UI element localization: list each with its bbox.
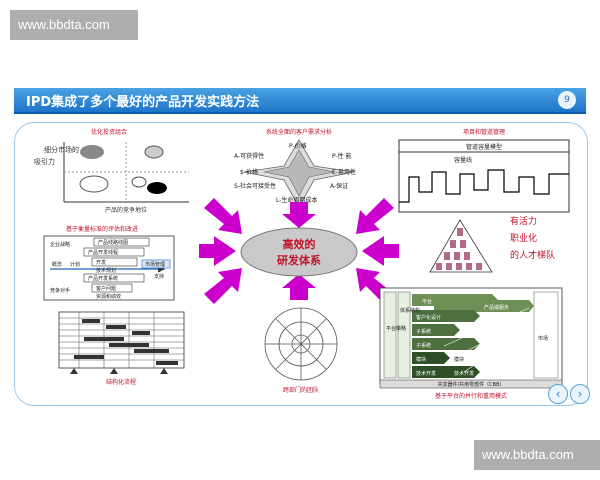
people-pyramid (429, 219, 493, 273)
watermark-bottom: www.bbdta.com (474, 440, 600, 470)
people-line-1: 有活力 (510, 217, 538, 227)
benchmark-row: 企业战略 (50, 241, 70, 248)
prev-slide-button[interactable]: ‹ (548, 384, 568, 404)
team-circle (264, 307, 338, 381)
need-label: E-易用性 (332, 168, 356, 176)
need-label: P-性 能 (332, 152, 352, 160)
portfolio-ylabel: 吸引力 (34, 157, 55, 166)
benchmark-row: 产品开发系统 (88, 275, 118, 282)
people-line-2: 职业化 (510, 234, 538, 244)
need-label: A-保证 (330, 182, 348, 190)
pipeline-model (398, 139, 570, 213)
platform-bar-label: 技术开发 (416, 370, 436, 377)
benchmark-row: 资源和绩效 (96, 293, 121, 300)
center-text-line1: 高效的 (283, 237, 316, 251)
platform-title: 基于平台的并行和重用模式 (435, 392, 507, 400)
need-label: P-价格 (289, 142, 307, 150)
portfolio-ylabel2: 细分市场的 (44, 145, 79, 154)
portfolio-bubble (144, 145, 164, 159)
team-title: 跨部门的团队 (283, 386, 319, 394)
structured-title: 结构化流程 (106, 378, 136, 386)
benchmark-title: 基于衡量标准的评估和改进 (66, 225, 138, 233)
need-label: S-社会可接受性 (234, 182, 276, 190)
benchmark-row: 客户问题 (96, 285, 116, 292)
watermark-top: www.bbdta.com (10, 10, 138, 40)
platform-bar-label: 平台 (422, 298, 432, 305)
pipeline-line-label: 容量线 (454, 156, 472, 164)
need-label: $-价格 (240, 168, 258, 176)
benchmark-row: 开发 (96, 259, 106, 266)
need-label: L-生命周期成本 (276, 196, 317, 204)
platform-left-col2: 体系结构 (400, 307, 420, 314)
platform-bar-label: 客户化设计 (416, 314, 441, 321)
slide-title-bar: IPD集成了多个最好的产品开发实践方法 9 (14, 88, 586, 114)
pipeline-box-label: 管道容量模型 (466, 143, 502, 151)
pipeline-title: 项目和管道管理 (463, 128, 505, 136)
platform-bar-label: 产品或服务 (484, 304, 509, 311)
platform-bar-label: 子系统 (416, 342, 431, 349)
platform-diagram (379, 287, 563, 389)
benchmark-row: 概念 (52, 261, 62, 268)
center-ellipse (240, 227, 358, 277)
platform-bar-label: 子系统 (416, 328, 431, 335)
platform-bar-label: 模块 (416, 356, 426, 363)
benchmark-row: 产品线路线图 (98, 239, 128, 246)
portfolio-matrix (63, 142, 189, 203)
page-number-badge: 9 (558, 91, 576, 109)
benchmark-row: 竞争对手 (50, 287, 70, 294)
next-slide-button[interactable]: › (570, 384, 590, 404)
need-label: A-可获得性 (234, 152, 264, 160)
platform-bar-label: 模块 (454, 356, 464, 363)
platform-base-label: 共享器件/共用零部件（CBB） (437, 381, 504, 388)
portfolio-xlabel: 产品的竞争地位 (105, 206, 147, 214)
benchmark-row: 产品开发线程 (88, 249, 118, 256)
platform-bar-label: 子系统 (484, 322, 499, 329)
benchmark-diagram (43, 235, 175, 301)
customer-needs-title: 系统全面的客户需求分析 (266, 128, 332, 136)
portfolio-bubble (80, 145, 104, 159)
benchmark-row: 市场管理 (145, 261, 165, 268)
slide-diagram: 优化投资组合 吸引力 细分市场的 产品的竞争地位 系统全面的客户需求分析 P-价… (34, 128, 570, 400)
slide-title: IPD集成了多个最好的产品开发实践方法 (26, 95, 260, 110)
benchmark-row: 支持 (154, 273, 164, 280)
structured-process-chart (58, 311, 185, 374)
platform-left-col: 平台策略 (386, 325, 406, 332)
benchmark-row: 计划 (70, 261, 80, 268)
platform-right-col: 市场 (538, 335, 548, 342)
people-text: 有活力 职业化 的人才梯队 (510, 214, 555, 265)
portfolio-bubble (131, 176, 147, 188)
platform-bar-label: 技术开发 (454, 370, 474, 377)
center-text-line2: 研发体系 (277, 253, 321, 267)
benchmark-row: 技术规划 (96, 267, 116, 274)
portfolio-bubble (79, 175, 109, 193)
portfolio-title: 优化投资组合 (91, 128, 127, 136)
people-line-3: 的人才梯队 (510, 251, 556, 261)
portfolio-bubble (147, 182, 167, 194)
